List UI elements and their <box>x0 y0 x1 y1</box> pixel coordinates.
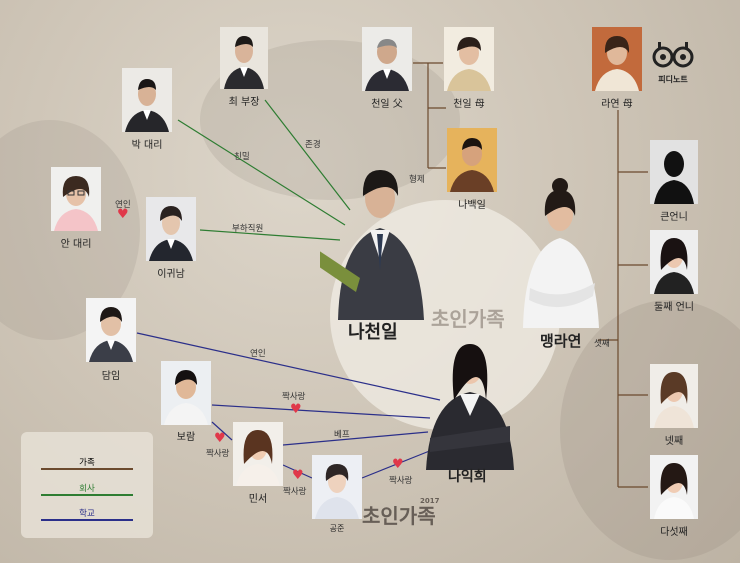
figure-ikhee <box>420 330 520 470</box>
heart-icon: ♥ <box>392 457 404 472</box>
photo-gongjun <box>312 455 362 519</box>
school-line <box>211 404 431 419</box>
photo-second <box>650 230 698 294</box>
watermark-center: 초인가족 <box>431 307 505 331</box>
relation-crush-2: 짝사랑 <box>206 449 230 459</box>
heart-icon: ♥ <box>290 402 302 417</box>
relation-lovers-teacher: 연인 <box>250 349 266 359</box>
photo-rayeon-mother <box>592 27 642 91</box>
label-baekil: 나백일 <box>458 200 486 211</box>
photo-borahm <box>161 361 211 425</box>
relation-lovers-top: 연인 <box>115 200 131 210</box>
label-damim: 담임 <box>101 371 121 382</box>
photo-cheonil-father <box>362 27 412 91</box>
label-park: 박 대리 <box>131 140 163 151</box>
legend-family-label: 가족 <box>79 458 95 468</box>
photo-damim <box>86 298 136 362</box>
watermark-bottom-sub: 2017 <box>420 497 440 505</box>
figure-cheonil <box>312 150 440 320</box>
label-cheonil: 나천일 <box>348 322 398 343</box>
company-line <box>199 229 341 241</box>
figure-rayeon <box>515 178 605 328</box>
relation-respect: 존경 <box>305 140 321 150</box>
relation-closeness: 친밀 <box>234 152 250 162</box>
photo-baekil <box>447 128 497 192</box>
company-line <box>177 119 346 226</box>
label-rayeon: 맹라연 <box>540 332 582 350</box>
school-line <box>136 332 441 401</box>
relation-brothers: 형제 <box>409 175 425 185</box>
legend-school-label: 학교 <box>79 509 95 519</box>
legend-company-label: 회사 <box>79 484 95 494</box>
label-cheonil-mother: 천일 母 <box>453 99 485 110</box>
label-rayeon-mother: 라연 母 <box>601 99 633 110</box>
photo-choi <box>220 27 268 89</box>
photo-eldest <box>650 140 698 204</box>
photo-minseo <box>233 422 283 486</box>
heart-icon: ♥ <box>117 207 129 222</box>
school-line <box>211 421 233 441</box>
label-eldest: 큰언니 <box>660 212 688 223</box>
legend-company: 회사 <box>41 482 133 496</box>
photo-fourth <box>650 364 698 428</box>
heart-icon: ♥ <box>214 431 226 446</box>
legend-school: 학교 <box>41 507 133 521</box>
photo-igwinam <box>146 197 196 261</box>
relation-bestie: 베프 <box>334 430 350 440</box>
label-gongjun: 공준 <box>329 524 345 533</box>
label-ahn: 안 대리 <box>60 239 92 250</box>
photo-cheonil-mother <box>444 27 494 91</box>
legend-company-swatch <box>41 494 133 496</box>
pdnote-logo: 피디노트 <box>650 40 696 84</box>
label-minseo: 민서 <box>248 494 268 505</box>
relation-crush-1: 짝사랑 <box>282 392 306 402</box>
school-line <box>361 449 433 479</box>
silhouette-icon <box>650 140 698 204</box>
label-choi: 최 부장 <box>228 97 260 108</box>
label-ikhee: 나익희 <box>448 469 487 485</box>
legend-family-swatch <box>41 468 133 470</box>
label-fifth: 다섯째 <box>660 527 688 538</box>
watermark-bottom: 초인가족 <box>362 504 436 528</box>
company-line <box>264 99 351 211</box>
binoculars-icon <box>652 42 694 68</box>
logo-text: 피디노트 <box>658 75 688 84</box>
label-second: 둘째 언니 <box>654 302 694 313</box>
legend-family: 가족 <box>41 456 133 470</box>
label-cheonil-father: 천일 父 <box>371 99 403 110</box>
relation-crush-4: 짝사랑 <box>389 476 413 486</box>
relation-subordinate: 부하직원 <box>232 224 264 234</box>
photo-park <box>122 68 172 132</box>
relation-crush-3: 짝사랑 <box>283 487 307 497</box>
label-borahm: 보람 <box>176 432 196 443</box>
legend: 가족 회사 학교 <box>21 432 153 538</box>
label-igwinam: 이귀남 <box>157 269 185 280</box>
legend-school-swatch <box>41 519 133 521</box>
school-line <box>282 464 313 479</box>
school-line <box>282 431 429 446</box>
label-rayeon-suffix: 셋째 <box>594 339 610 349</box>
label-fourth: 넷째 <box>664 436 684 447</box>
photo-fifth <box>650 455 698 519</box>
photo-ahn <box>51 167 101 231</box>
heart-icon: ♥ <box>292 468 304 483</box>
